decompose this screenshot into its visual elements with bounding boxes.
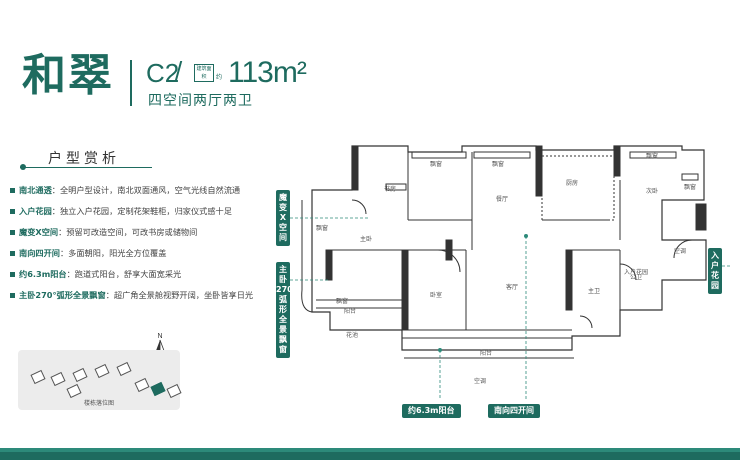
feature-item: 南北通透：全明户型设计，南北双面通风，空气光线自然流通 xyxy=(10,184,240,196)
room-bay3: 飘窗 xyxy=(646,153,659,160)
tag-arc-window: 主卧270°弧形全景飘窗 xyxy=(276,262,297,358)
room-balcony: 阳台 xyxy=(480,350,493,357)
room-bay2: 飘窗 xyxy=(492,161,505,168)
room-bath: 主卫 xyxy=(588,288,601,295)
floor-plan: 主卧 卧室 次卧 餐厅 客厅 厨房 书房 阳台 阳台 飘窗 飘窗 飘窗 飘窗 飘… xyxy=(290,140,730,400)
feature-item: 入户花园：独立入户花园，定制花架鞋柜，归家仪式感十足 xyxy=(10,205,232,217)
building-marker xyxy=(166,383,182,399)
brand-title: 和翠 xyxy=(22,50,114,101)
tag-garden: 入户花园 xyxy=(708,248,722,294)
room-bay6: 飘窗 xyxy=(336,298,349,305)
room-balcony2: 阳台 xyxy=(344,308,357,315)
bullet-icon xyxy=(10,188,15,193)
room-bay5: 飘窗 xyxy=(316,225,329,232)
area-value: 113m² xyxy=(228,56,307,89)
footer-band xyxy=(0,452,740,460)
tag-south: 南向四开间 xyxy=(488,404,540,418)
bullet-icon xyxy=(10,209,15,214)
layout-subtitle: 四空间两厅两卫 xyxy=(148,93,253,109)
room-railing: 花池 xyxy=(346,332,359,339)
building-marker xyxy=(50,371,66,387)
feature-item: 南向四开间：多面朝阳，阳光全方位覆盖 xyxy=(10,247,166,259)
feature-item: 约6.3m阳台：跑道式阳台，舒享大面宽采光 xyxy=(10,268,181,280)
section-underline xyxy=(20,167,152,168)
header-divider xyxy=(130,60,132,106)
building-marker xyxy=(30,369,46,385)
room-ac2: 空调 xyxy=(474,378,487,385)
building-marker xyxy=(66,383,82,399)
room-master: 主卧 xyxy=(360,236,373,243)
room-kitchen: 厨房 xyxy=(566,180,579,187)
tag-balcony: 约6.3m阳台 xyxy=(402,404,461,418)
bullet-icon xyxy=(10,293,15,298)
site-plan xyxy=(18,350,182,410)
model-code: C2 xyxy=(146,58,180,88)
room-ac: 空调 xyxy=(674,248,687,255)
building-marker xyxy=(116,361,132,377)
room-bath2: 公卫 xyxy=(630,274,643,281)
room-living: 客厅 xyxy=(506,284,519,291)
section-title: 户型赏析 xyxy=(48,151,120,167)
room-bay1: 飘窗 xyxy=(430,161,443,168)
building-marker xyxy=(94,363,110,379)
building-marker xyxy=(134,377,150,393)
room-bedroom2: 次卧 xyxy=(646,188,659,195)
building-marker xyxy=(72,367,88,383)
feature-item: 魔变X空间：预留可改造空间，可改书房或储物间 xyxy=(10,226,197,238)
feature-item: 主卧270°弧形全景飘窗：超广角全景舱视野开阔，坐卧皆享日光 xyxy=(10,289,253,301)
floor-plan-drawing xyxy=(290,145,730,400)
tag-x-space: 魔变X空间 xyxy=(276,190,290,246)
room-bedroom: 卧室 xyxy=(430,292,443,299)
room-garden: 入户花园 xyxy=(624,269,649,276)
bullet-icon xyxy=(10,272,15,277)
footer-stripe xyxy=(0,448,740,452)
room-study: 书房 xyxy=(384,186,397,193)
building-marker-highlight xyxy=(150,381,166,397)
area-tag: 建筑面积 xyxy=(194,64,214,82)
area-about: 约 xyxy=(216,74,223,81)
model-slash: / xyxy=(175,56,183,86)
bullet-icon xyxy=(10,251,15,256)
room-dining: 餐厅 xyxy=(496,196,509,203)
site-plan-caption: 楼栋落位图 xyxy=(83,400,114,407)
compass-label: N xyxy=(157,333,162,340)
bullet-icon xyxy=(10,230,15,235)
room-bay4: 飘窗 xyxy=(684,184,697,191)
